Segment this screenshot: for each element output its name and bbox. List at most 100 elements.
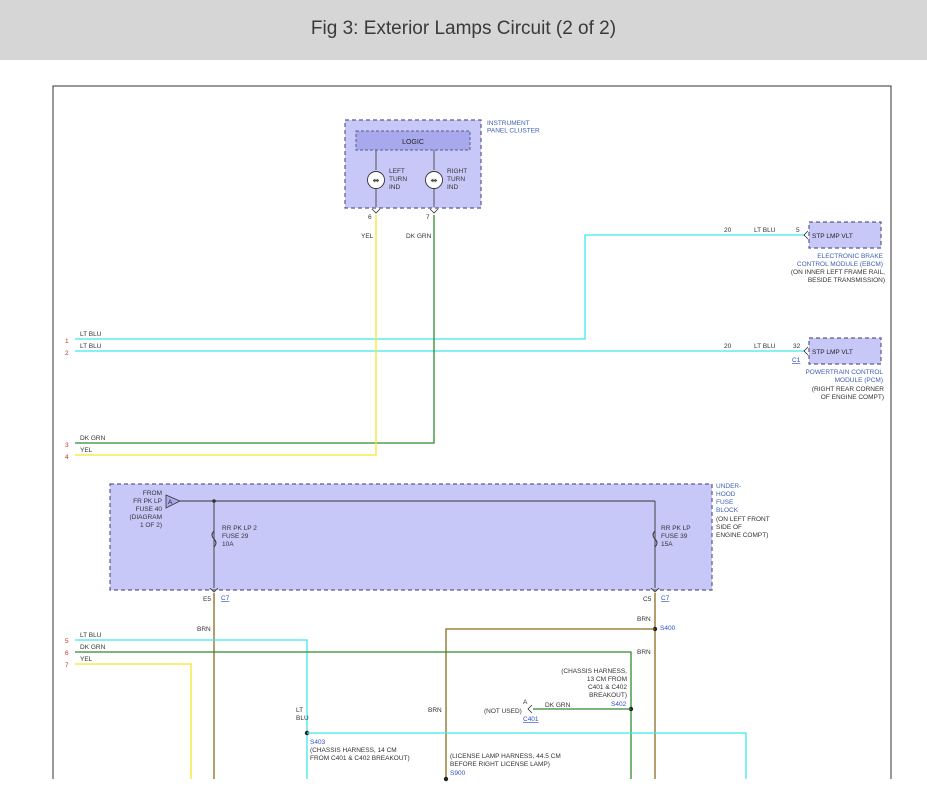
ipc-pin-6-connector xyxy=(371,208,381,214)
splice-s900 xyxy=(443,776,449,782)
wire-5-color: LT BLU xyxy=(80,632,102,639)
wire-7-yel xyxy=(75,663,192,779)
text-line: 15A xyxy=(661,541,673,548)
text-line: BLOCK xyxy=(716,507,739,514)
ipc-pin-6: 6 xyxy=(368,214,372,221)
text-line: UNDER- xyxy=(716,483,741,490)
ebcm-connector xyxy=(803,230,809,240)
wire-label-dk-grn: DK GRN xyxy=(406,233,432,240)
wire-6-color: DK GRN xyxy=(80,644,106,651)
text-line: (CHASSIS HARNESS, xyxy=(561,668,627,675)
text-line: RR PK LP 2 xyxy=(222,525,257,532)
wire-5-num: 5 xyxy=(65,638,69,645)
wire-6-dk-grn xyxy=(75,651,632,779)
text-line: FUSE 39 xyxy=(661,533,688,540)
text-line: 1 OF 2) xyxy=(140,522,162,529)
c401-not-used-connector xyxy=(527,704,533,714)
pcm-connector xyxy=(803,346,809,356)
text-line: TURN xyxy=(389,176,407,183)
text-line: (CHASSIS HARNESS, 14 CM xyxy=(310,747,397,754)
fuse-conn-c7-right[interactable]: C7 xyxy=(661,595,670,602)
ebcm-pin: 5 xyxy=(796,227,800,234)
splice-s403-label[interactable]: S403 xyxy=(310,739,326,746)
fuse-e5-connector xyxy=(209,587,219,593)
c401-pin-a: A xyxy=(523,699,528,706)
left-turn-ind-icon xyxy=(367,171,385,189)
text-line: FROM C401 & C402 BREAKOUT) xyxy=(310,755,410,762)
splice-s402-label[interactable]: S402 xyxy=(611,701,627,708)
wire-3-dk-grn xyxy=(75,215,435,444)
logic-box xyxy=(355,130,471,151)
wire-label-yel: YEL xyxy=(361,233,374,240)
text-line: LEFT xyxy=(389,168,405,175)
ebcm-wire-color: LT BLU xyxy=(754,227,776,234)
fuse-conn-c7-left[interactable]: C7 xyxy=(221,595,230,602)
fuse-39-icon xyxy=(652,530,658,548)
wire-4-num: 4 xyxy=(65,454,69,461)
wire-7-color: YEL xyxy=(80,656,93,663)
ipc-pin-7-connector xyxy=(429,208,439,214)
wire-lt-blu-s403-branch xyxy=(307,732,747,779)
text-line: PANEL CLUSTER xyxy=(487,128,540,135)
text-line: BESIDE TRANSMISSION) xyxy=(808,277,885,284)
wire-brn-branch-label: BRN xyxy=(428,707,442,714)
text-line: RR PK LP xyxy=(661,525,691,532)
text-line: RIGHT xyxy=(447,168,467,175)
text-line: FUSE xyxy=(716,499,734,506)
text-line: BLU xyxy=(296,715,309,722)
text-line: (DIAGRAM xyxy=(130,514,163,521)
text-line: FUSE 40 xyxy=(136,506,163,513)
text-line: IND xyxy=(389,184,401,191)
wire-dk-grn-stub-label: DK GRN xyxy=(545,702,571,709)
wire-3-num: 3 xyxy=(65,442,69,449)
ebcm-box xyxy=(808,221,882,249)
text-line: IND xyxy=(447,184,459,191)
splice-s900-label[interactable]: S900 xyxy=(450,770,466,777)
offpage-connector-a xyxy=(165,494,181,509)
pcm-signal-label: STP LMP VLT xyxy=(812,349,853,356)
text-line: (LICENSE LAMP HARNESS, 44.5 CM xyxy=(450,753,561,760)
pcm-pin: 32 xyxy=(793,343,801,350)
text-line: SIDE OF xyxy=(716,524,742,531)
right-turn-ind-glyph: ⇹ xyxy=(431,176,438,185)
wire-brn-s400-branch xyxy=(445,628,655,779)
wire-1-lt-blu xyxy=(75,234,805,340)
left-turn-ind-glyph: ⇹ xyxy=(373,176,380,185)
pcm-connector-link[interactable]: C1 xyxy=(792,357,801,364)
wire-brn-c5-lower-label: BRN xyxy=(637,649,651,656)
fuse-pin-c5: C5 xyxy=(643,596,652,603)
splice-s400-label[interactable]: S400 xyxy=(660,625,676,632)
wire-1-num: 1 xyxy=(65,338,69,345)
pcm-circuit-number: 20 xyxy=(724,343,732,350)
text-line: HOOD xyxy=(716,491,736,498)
wire-brn-e5-label: BRN xyxy=(197,626,211,633)
text-line: LT xyxy=(296,707,303,714)
wire-4-yel xyxy=(75,215,377,456)
offpage-connector-a-label: A xyxy=(168,499,173,506)
c401-link[interactable]: C401 xyxy=(523,716,539,723)
page-title: Fig 3: Exterior Lamps Circuit (2 of 2) xyxy=(310,18,617,39)
ebcm-location: (ON INNER LEFT FRAME RAIL,BESIDE TRANSMI… xyxy=(791,269,885,284)
pcm-wire-color: LT BLU xyxy=(754,343,776,350)
wire-2-num: 2 xyxy=(65,350,69,357)
text-line: TURN xyxy=(447,176,465,183)
logic-label: LOGIC xyxy=(402,139,424,146)
underhood-fuse-block-box xyxy=(109,483,713,591)
text-line: CONTROL MODULE (EBCM) xyxy=(797,261,883,268)
wire-6-num: 6 xyxy=(65,650,69,657)
diagram-frame xyxy=(52,85,892,779)
text-line: INSTRUMENT xyxy=(487,120,530,127)
pcm-box xyxy=(808,337,882,365)
text-line: 10A xyxy=(222,541,234,548)
